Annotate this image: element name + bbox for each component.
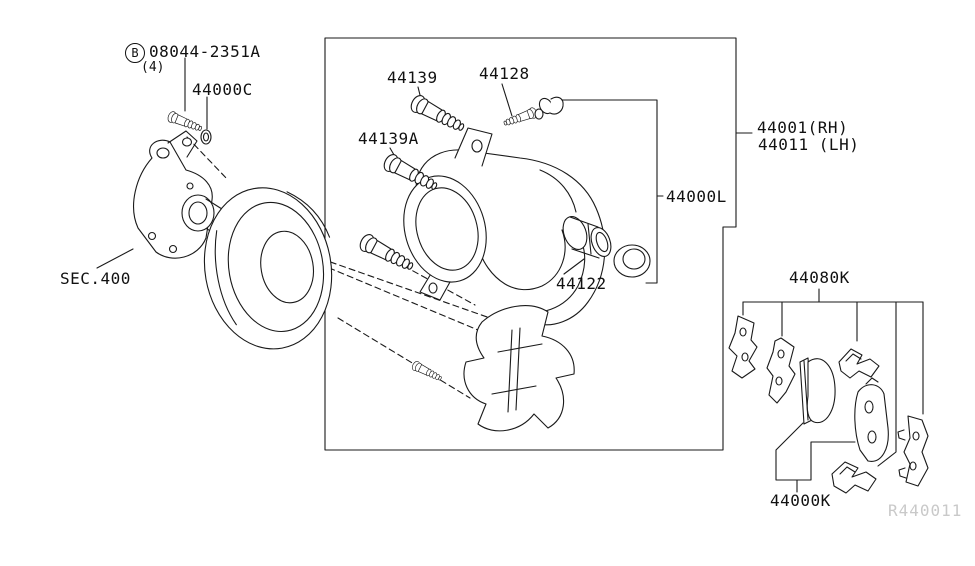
assembly-box: [324, 37, 753, 451]
piston-drawing: [562, 216, 612, 259]
seal-ring-drawing: [613, 244, 651, 278]
splash-shield-drawing: [203, 187, 333, 350]
retainer-clip-bottom-drawing: [831, 461, 877, 494]
label-44139: 44139: [387, 68, 438, 87]
label-44011-lh: 44011 (LH): [758, 135, 860, 154]
retainer-clip-top-drawing: [838, 348, 880, 379]
label-44000c: 44000C: [192, 80, 253, 99]
label-44080k: 44080K: [789, 268, 850, 287]
label-44122: 44122: [556, 274, 607, 293]
label-44139a: 44139A: [358, 129, 419, 148]
label-bolt-part-number: 08044-2351A: [149, 42, 261, 61]
bracket-44000k: [775, 422, 856, 493]
label-44000k: 44000K: [770, 491, 831, 510]
label-44128: 44128: [479, 64, 530, 83]
pin-boot-drawing: [410, 359, 444, 384]
diagram-code-watermark: R440011: [888, 501, 963, 520]
brake-pad-side-drawing: [799, 357, 836, 425]
bleeder-44128-drawing: [502, 96, 564, 129]
label-bolt-quantity: (4): [141, 60, 165, 75]
bolt-marker-badge: B: [125, 43, 145, 63]
bracket-44080k: [742, 288, 924, 467]
caliper-body-drawing: [403, 127, 606, 326]
torque-member-drawing: [463, 305, 575, 432]
knuckle-drawing: [133, 130, 286, 259]
pad-shim-left-drawing: [728, 315, 758, 379]
label-44000l: 44000L: [666, 187, 727, 206]
brake-pad-back-drawing: [854, 377, 889, 462]
label-sec-400: SEC.400: [60, 269, 131, 288]
label-44001-rh: 44001(RH): [757, 118, 849, 137]
pad-shim-second-drawing: [766, 337, 796, 404]
bracket-44000l: [559, 99, 664, 284]
bolt-08044-drawing: [166, 110, 212, 145]
pad-shim-right-drawing: [897, 415, 929, 487]
